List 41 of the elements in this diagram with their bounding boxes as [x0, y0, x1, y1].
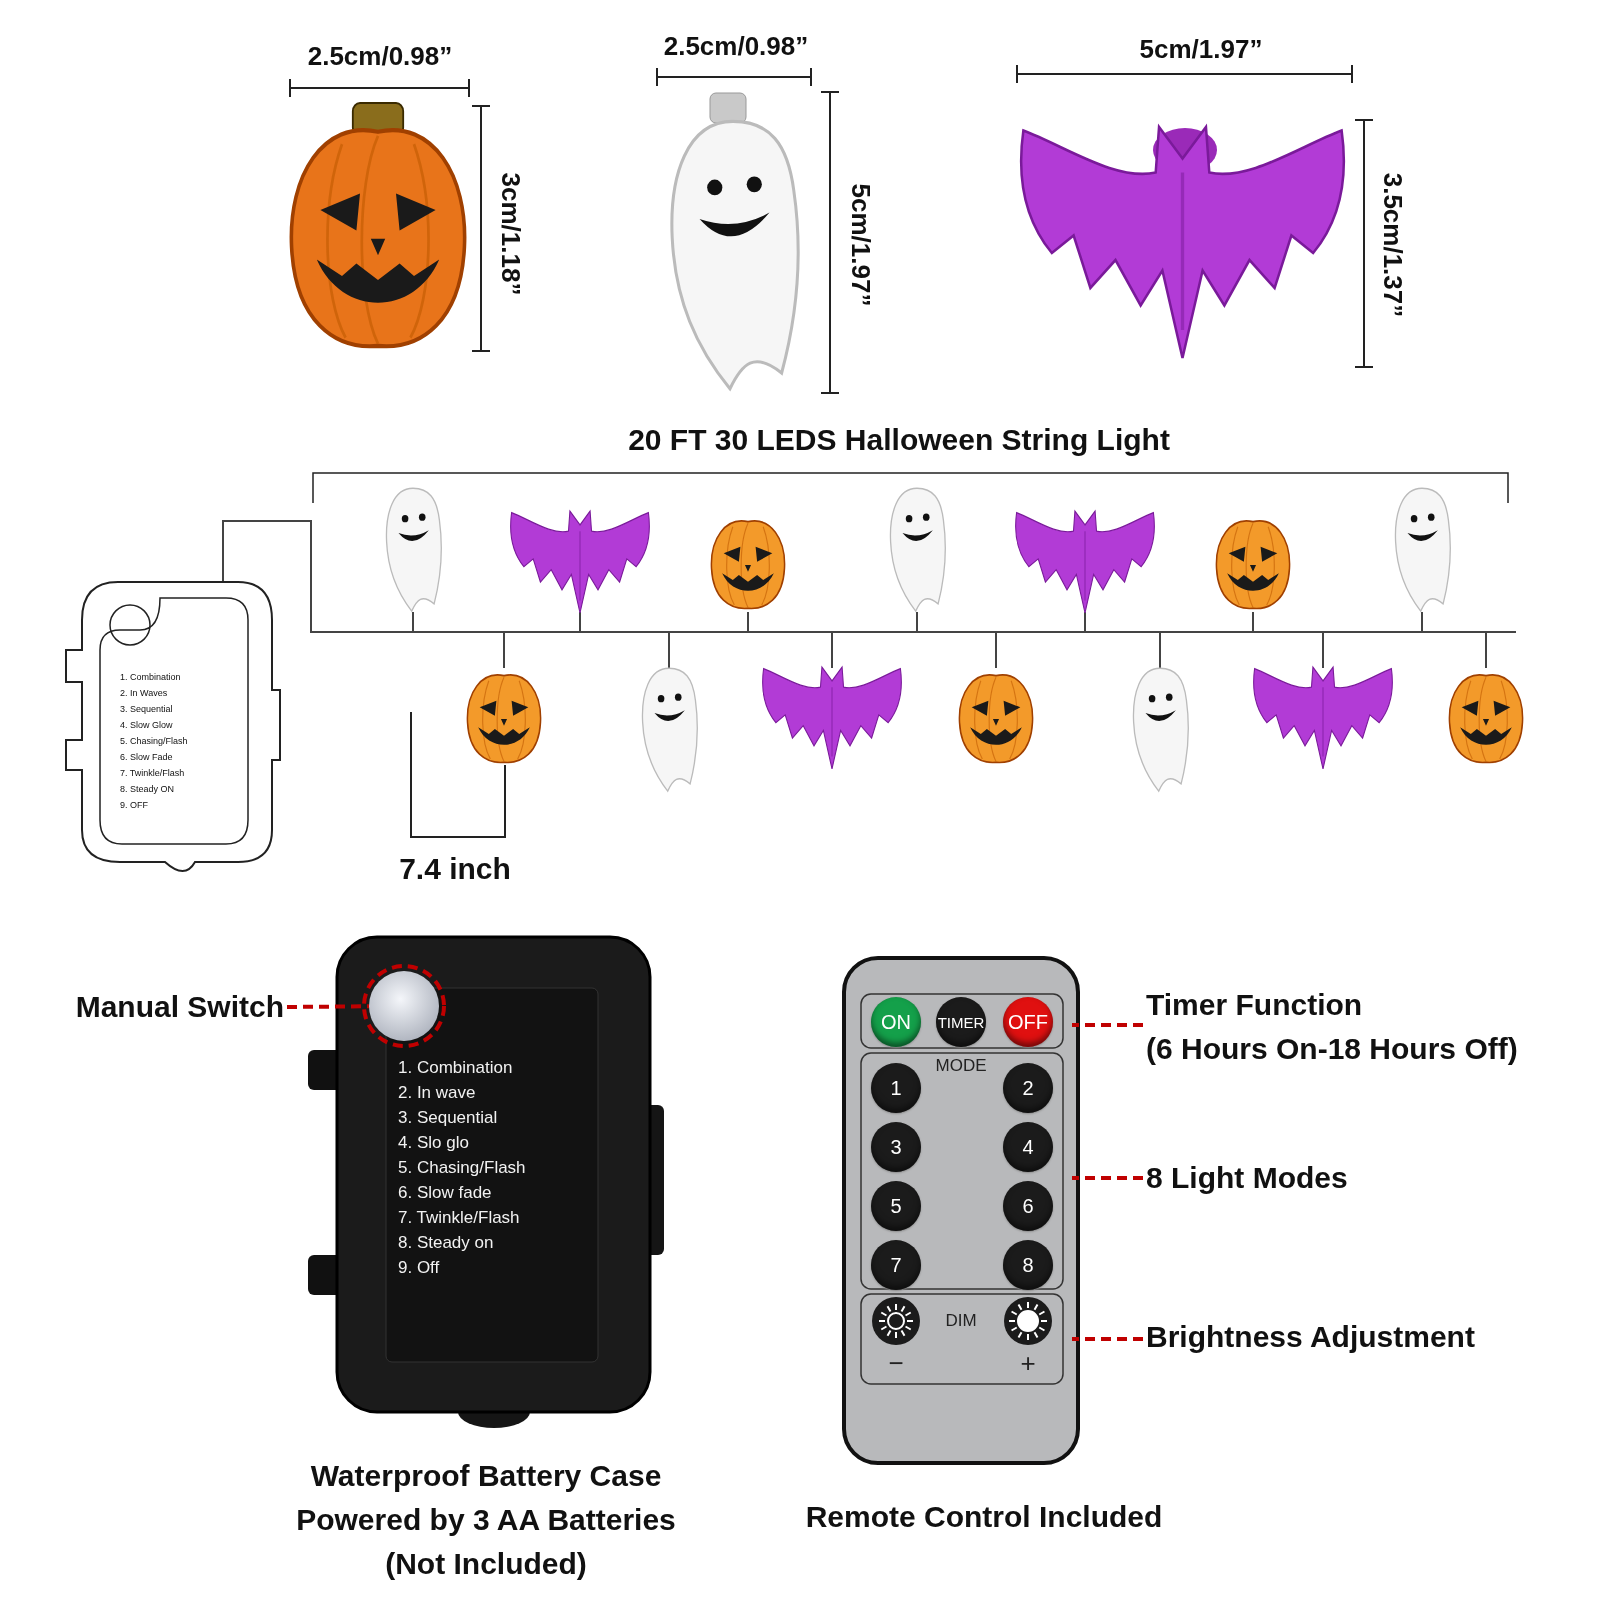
dimension-label: 3cm/1.18” — [494, 172, 526, 296]
mode-list-item: 2. In wave — [398, 1083, 476, 1103]
callout-label: Brightness Adjustment — [1146, 1320, 1475, 1354]
dimension-label: 3.5cm/1.37” — [1376, 172, 1408, 318]
callout-label: Manual Switch — [75, 990, 284, 1024]
leader-line — [286, 1004, 369, 1009]
mode-list-item: 6. Slow fade — [398, 1183, 492, 1203]
callout-note: (6 Hours On-18 Hours Off) — [1146, 1031, 1518, 1067]
button-group-label: MODE — [935, 1056, 987, 1076]
callout-label: 8 Light Modes — [1146, 1161, 1348, 1195]
product-title: 20 FT 30 LEDS Halloween String Light — [628, 423, 1170, 457]
button-group-label: DIM — [945, 1311, 977, 1331]
mode-list-item: 7. Twinkle/Flash — [398, 1208, 520, 1228]
mode-list-item: 9. OFF — [120, 800, 148, 810]
dimension-label: 5cm/1.97” — [844, 183, 876, 307]
mode-list-item: 1. Combination — [120, 672, 181, 682]
mode-list-item: 5. Chasing/Flash — [120, 736, 188, 746]
caption: Waterproof Battery Case Powered by 3 AA Batteries (Not Included) — [295, 1458, 677, 1582]
mode-list-item: 3. Sequential — [398, 1108, 498, 1128]
callout-label: Timer Function — [1146, 987, 1363, 1023]
mode-list-item: 1. Combination — [398, 1058, 513, 1078]
mode-list-item: 6. Slow Fade — [120, 752, 173, 762]
mode-list-item: 4. Slo glo — [398, 1133, 469, 1153]
mode-list-item: 2. In Waves — [120, 688, 168, 698]
minus-sign: − — [888, 1347, 904, 1379]
leader-line — [1072, 1023, 1143, 1027]
dimension-label: 7.4 inch — [399, 852, 511, 886]
mode-list-item: 5. Chasing/Flash — [398, 1158, 526, 1178]
mode-list-item: 9. Off — [398, 1258, 440, 1278]
leader-line — [1072, 1337, 1143, 1341]
mode-list-item: 8. Steady ON — [120, 784, 175, 794]
caption: Remote Control Included — [805, 1500, 1163, 1534]
dimension-label: 5cm/1.97” — [1139, 33, 1263, 65]
mode-list-item: 4. Slow Glow — [120, 720, 173, 730]
plus-sign: + — [1020, 1347, 1036, 1379]
dimension-label: 2.5cm/0.98” — [307, 40, 453, 72]
mode-list-item: 3. Sequential — [120, 704, 173, 714]
mode-list-item: 7. Twinkle/Flash — [120, 768, 185, 778]
mode-list-item: 8. Steady on — [398, 1233, 494, 1253]
dimension-label: 2.5cm/0.98” — [663, 30, 809, 62]
leader-line — [1072, 1176, 1143, 1180]
